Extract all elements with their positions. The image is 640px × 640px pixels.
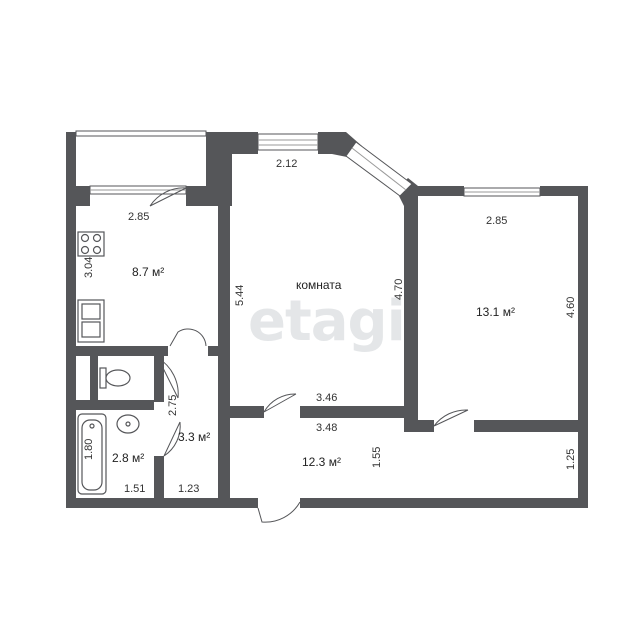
- wall-kitchen-room-upper: [218, 150, 232, 206]
- dim-room-right: 4.70: [393, 279, 405, 300]
- wall-wc-bath: [66, 400, 154, 410]
- wall-bedroom-bottom-left: [408, 420, 434, 432]
- wall-shaft: [90, 356, 98, 406]
- door-entrance: [257, 501, 301, 523]
- dim-wc-height: 2.75: [167, 395, 179, 416]
- dim-bedroom-right: 4.60: [565, 297, 577, 318]
- wall-bedroom-top-right: [540, 186, 588, 196]
- stove-icon: [77, 231, 105, 257]
- kitchen-area: 8.7 м²: [132, 265, 164, 279]
- dim-wc-width: 1.23: [178, 483, 199, 495]
- wall-kitchen-room: [218, 206, 230, 356]
- door-wc: [157, 357, 179, 399]
- toilet-icon: [99, 367, 131, 389]
- wall-bedroom-bottom-right: [474, 420, 588, 432]
- outer-wall-left: [66, 132, 76, 508]
- wall-room-bottom-right: [300, 406, 404, 418]
- balcony-wall-right: [206, 132, 218, 190]
- dim-room-top: 2.12: [276, 158, 297, 170]
- wall-bath-wc-lower: [154, 456, 164, 502]
- door-bath: [163, 421, 181, 457]
- wall-bath-wc-upper: [154, 356, 164, 402]
- window-bedroom: [463, 187, 541, 197]
- outer-wall-right: [578, 186, 588, 508]
- door-kitchen: [169, 328, 207, 347]
- wc-area: 3.3 м²: [178, 430, 210, 444]
- dim-balcony-width: 2.85: [128, 211, 149, 223]
- door-bedroom: [433, 409, 469, 427]
- wall-kitchen-bottom: [66, 346, 168, 356]
- wall-room-top-right: [318, 132, 332, 154]
- dim-bath-width: 1.51: [124, 483, 145, 495]
- outer-wall-bottom-right: [300, 498, 588, 508]
- bathroom-area: 2.8 м²: [112, 451, 144, 465]
- wall-room-top-left: [218, 132, 258, 154]
- window-balcony-top: [75, 130, 207, 137]
- bedroom-area: 13.1 м²: [476, 305, 515, 319]
- window-room: [257, 133, 319, 151]
- wall-room-bedroom: [404, 196, 418, 432]
- door-room: [263, 393, 297, 413]
- outer-wall-bottom-left: [66, 498, 258, 508]
- dim-bath-height: 1.80: [83, 439, 95, 460]
- wall-wc-hall: [218, 356, 230, 502]
- dim-hall-top: 3.48: [316, 422, 337, 434]
- dim-bedroom-top: 2.85: [486, 215, 507, 227]
- hall-area: 12.3 м²: [302, 455, 341, 469]
- watermark-logo: etagi: [248, 289, 405, 354]
- dim-hall-right: 1.25: [565, 449, 577, 470]
- washbasin-icon: [116, 414, 140, 434]
- bathtub-icon: [77, 413, 107, 495]
- wall-room-bottom-left: [230, 406, 264, 418]
- dim-room-left: 5.44: [234, 285, 246, 306]
- balcony-wall-left: [66, 132, 76, 192]
- door-balcony: [149, 187, 187, 207]
- kitchen-sink-icon: [77, 299, 105, 343]
- wall-kitchen-bottom-right: [208, 346, 230, 356]
- dim-room-bottom: 3.46: [316, 392, 337, 404]
- window-bay: [345, 141, 413, 197]
- kitchen-wall-top-left: [66, 186, 90, 206]
- dim-kitchen-height: 3.04: [83, 257, 95, 278]
- room-name-label: комната: [296, 278, 342, 292]
- dim-hall-mid: 1.55: [371, 447, 383, 468]
- wall-bedroom-top-left: [408, 186, 464, 196]
